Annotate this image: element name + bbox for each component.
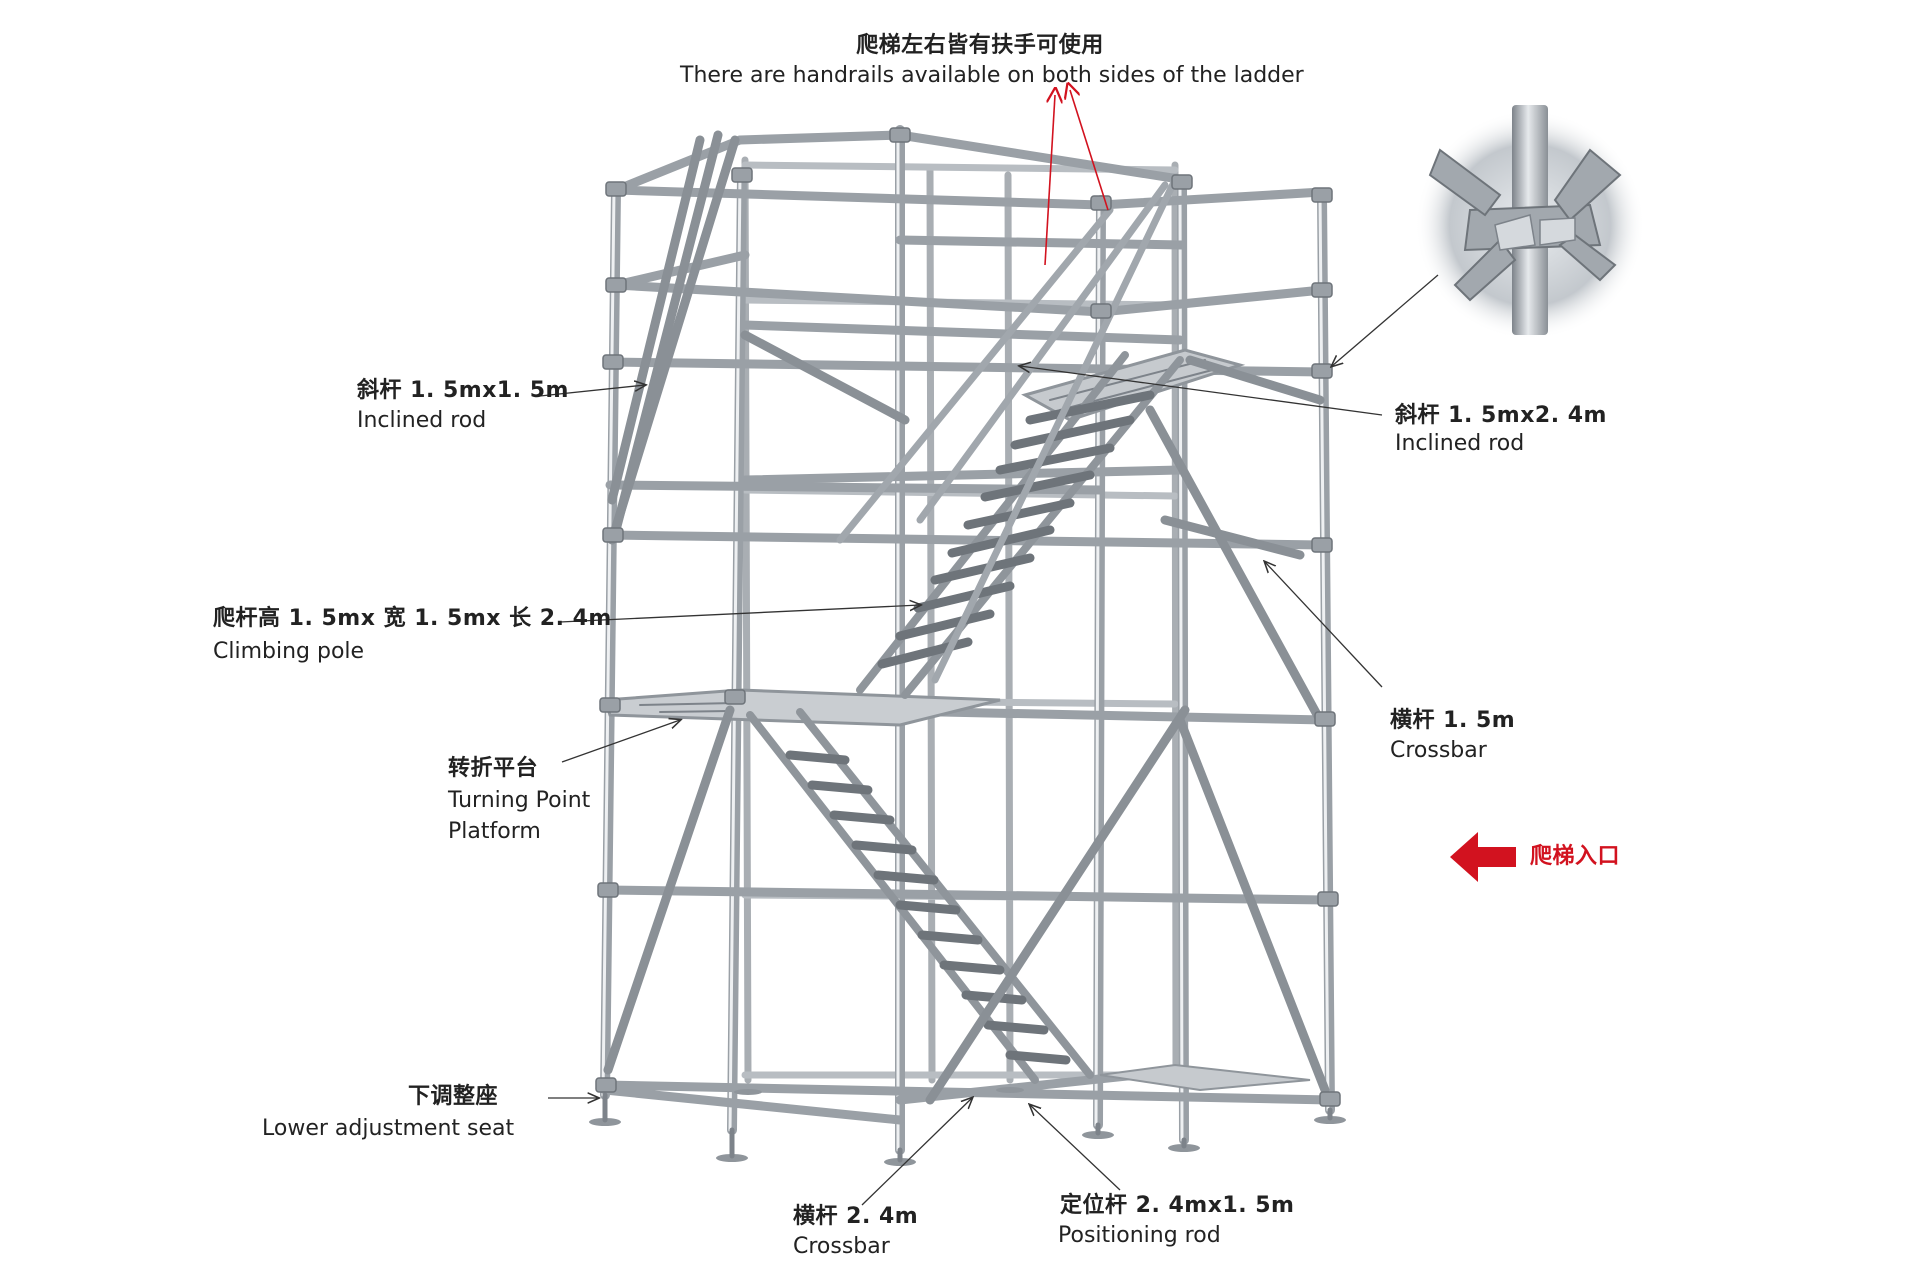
base-jacks [602, 1092, 1333, 1163]
inclined-rod-left-label-en: Inclined rod [357, 408, 487, 433]
inclined-rod-right-label-en: Inclined rod [1395, 431, 1525, 456]
rosette-nodes [595, 127, 1341, 1107]
top-guardrails [605, 130, 1327, 377]
top-label-en: There are handrails available on both si… [680, 63, 1304, 88]
turning-platform-label-en1: Turning Point [448, 788, 591, 813]
entrance-label: 爬梯入口 [1530, 844, 1621, 869]
middle-ledgers [600, 465, 1335, 1125]
crossbar-24-label-cn: 横杆 2. 4m [793, 1204, 919, 1229]
inclined-rods [603, 130, 1330, 1105]
top-label-cn: 爬梯左右皆有扶手可使用 [856, 33, 1104, 58]
climbing-pole-label-cn: 爬杆高 1. 5mx 宽 1. 5mx 长 2. 4m [213, 606, 612, 631]
leader-lines [539, 90, 1439, 1206]
left-arrow-icon [1450, 832, 1516, 882]
crossbar-15-label-cn: 横杆 1. 5m [1390, 708, 1516, 733]
climbing-pole-label-en: Climbing pole [213, 639, 365, 664]
inclined-rod-right-label-cn: 斜杆 1. 5mx2. 4m [1395, 403, 1607, 428]
upper-handrails [836, 176, 1179, 684]
scaffold-structure [589, 125, 1346, 1166]
upper-platform-deck [1021, 348, 1246, 422]
inclined-rod-left-label-cn: 斜杆 1. 5mx1. 5m [357, 378, 569, 403]
upper-stair-stringers [856, 351, 1184, 699]
rosette-closeup-inset [1415, 105, 1645, 340]
bottom-deck [1099, 1063, 1311, 1092]
adjustment-seat-label-en: Lower adjustment seat [262, 1116, 515, 1141]
adjustment-seat-label-cn: 下调整座 [408, 1084, 499, 1109]
turning-platform-label-cn: 转折平台 [448, 756, 539, 781]
crossbar-24-label-en: Crossbar [793, 1234, 890, 1259]
turning-platform-label-en2: Platform [448, 819, 541, 844]
crossbar-15-label-en: Crossbar [1390, 738, 1487, 763]
positioning-rod-label-cn: 定位杆 2. 4mx1. 5m [1060, 1193, 1295, 1218]
positioning-rod-label-en: Positioning rod [1058, 1223, 1221, 1248]
